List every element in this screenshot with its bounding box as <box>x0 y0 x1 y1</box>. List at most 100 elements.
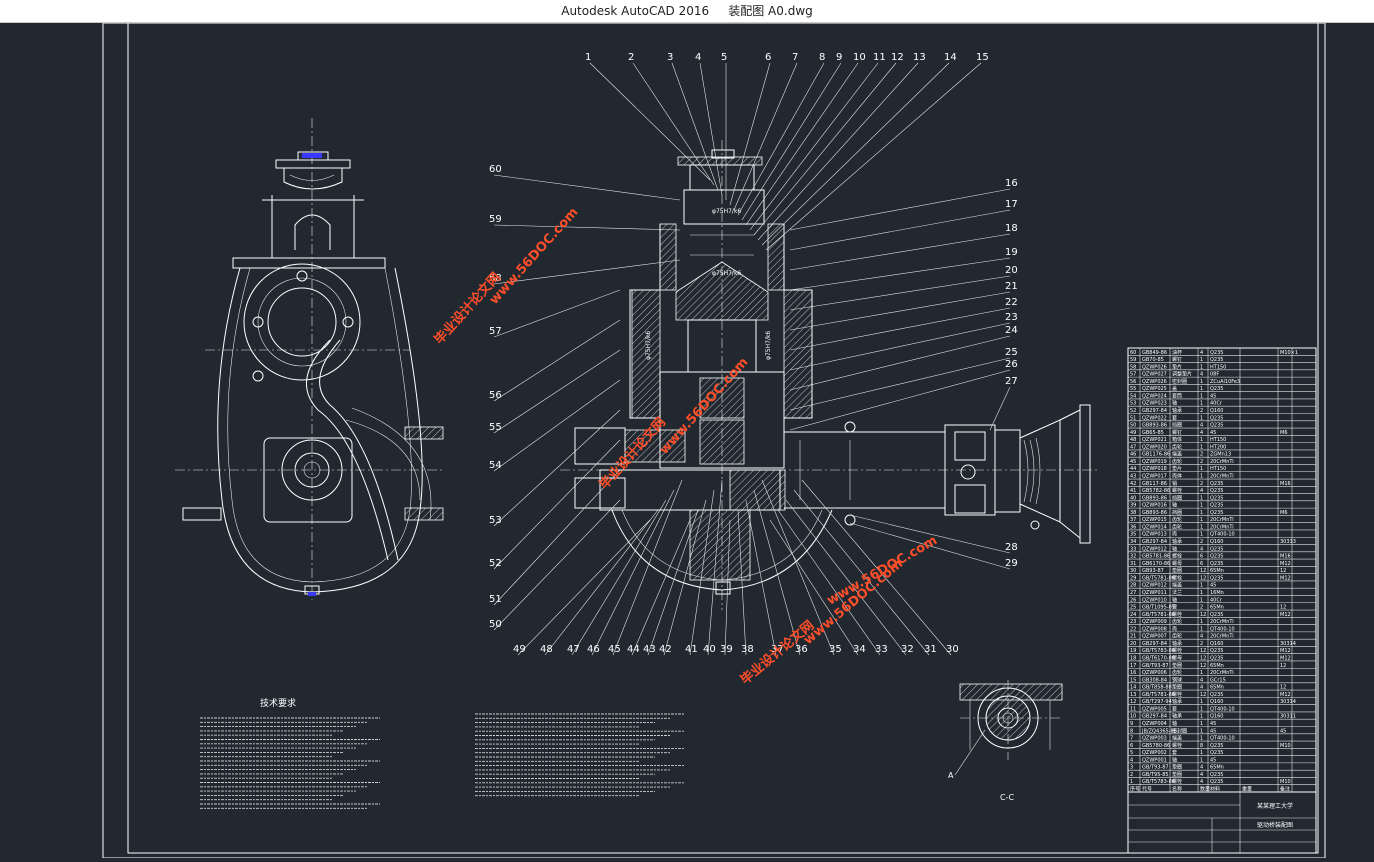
fit-label: φ75H7/k6 <box>765 331 772 360</box>
bom-cell: 23 <box>1130 619 1136 625</box>
bom-cell: 2 <box>1200 408 1203 414</box>
callout-number: 31 <box>924 644 937 655</box>
bom-cell: 20CrMnTi <box>1210 517 1234 523</box>
bom-cell: 销 <box>1172 480 1177 487</box>
bom-cell: 08F <box>1210 372 1219 378</box>
bom-cell: GB/T5783-86 <box>1142 648 1175 654</box>
callout-number: 58 <box>489 273 502 284</box>
bom-cell: 轴承 <box>1172 407 1182 414</box>
bom-cell: 7 <box>1130 736 1133 742</box>
bom-cell: M16 <box>1280 554 1291 560</box>
callout-number: 32 <box>901 644 914 655</box>
bom-cell: 45 <box>1210 721 1216 727</box>
bom-cell: 1 <box>1200 393 1203 399</box>
callout-number: 43 <box>643 644 656 655</box>
bom-cell: 螺钉 <box>1172 429 1182 436</box>
bom-cell: M6 <box>1280 510 1288 516</box>
bom-cell: 16 <box>1130 670 1136 676</box>
bom-cell: M12 <box>1280 692 1291 698</box>
bom-cell: 螺栓 <box>1172 553 1182 560</box>
bom-cell: 密封圈 <box>1172 727 1187 734</box>
bom-cell: 2 <box>1200 605 1203 611</box>
bom-cell: 12 <box>1200 648 1206 654</box>
callout-number: 2 <box>628 52 634 63</box>
bom-cell: 53 <box>1130 401 1136 407</box>
bom-cell: 螺栓 <box>1172 778 1182 785</box>
bom-cell: 32 <box>1130 554 1136 560</box>
bom-cell: 1 <box>1200 437 1203 443</box>
bom-cell: 4 <box>1200 372 1203 378</box>
bom-cell: 20 <box>1130 641 1136 647</box>
bom-cell: QZWP020 <box>1142 444 1167 450</box>
bom-cell: QT400-10 <box>1210 706 1235 712</box>
bom-cell: 20CrMnTi <box>1210 634 1234 640</box>
bom-cell: M10×1 <box>1280 350 1298 356</box>
bom-cell: GB70-85 <box>1142 357 1164 363</box>
bom-cell: 1 <box>1200 721 1203 727</box>
bom-cell: 1 <box>1200 466 1203 472</box>
bom-cell: QZWP001 <box>1142 757 1167 763</box>
bom-cell: QZWP022 <box>1142 415 1167 421</box>
callout-number: 11 <box>873 52 886 63</box>
bom-cell: 37 <box>1130 517 1136 523</box>
bom-cell: GB/T93-87 <box>1142 663 1169 669</box>
callout-number: 47 <box>567 644 580 655</box>
bom-cell: 36 <box>1130 524 1136 530</box>
bom-cell: M12 <box>1280 612 1291 618</box>
callout-leaders <box>493 62 1011 656</box>
bom-cell: 4 <box>1200 685 1203 691</box>
bom-cell: 1 <box>1200 757 1203 763</box>
bom-cell: 12 <box>1280 685 1286 691</box>
bom-cell: HT150 <box>1210 364 1226 370</box>
bom-cell: 轴承 <box>1172 698 1182 705</box>
bom-cell: Q235 <box>1210 750 1223 756</box>
bom-cell: QZWP017 <box>1142 474 1167 480</box>
bom-cell: 43 <box>1130 474 1136 480</box>
callout-number: 24 <box>1005 325 1018 336</box>
bom-cell: Q235 <box>1210 415 1223 421</box>
bom-cell: QZWP024 <box>1142 393 1167 399</box>
bom-cell: 30311 <box>1280 714 1296 720</box>
bom-cell: GB297-84 <box>1142 539 1167 545</box>
bom-cell: 1 <box>1130 779 1133 785</box>
callout-number: 54 <box>489 460 502 471</box>
bom-cell: 螺栓 <box>1172 691 1182 698</box>
callout-number: 40 <box>703 644 716 655</box>
callout-number: 12 <box>891 52 904 63</box>
bom-cell: 1 <box>1200 495 1203 501</box>
bom-cell: Q235 <box>1210 575 1223 581</box>
bom-cell: GB308-84 <box>1142 677 1167 683</box>
bom-cell: 2 <box>1200 459 1203 465</box>
callout-number: 7 <box>792 52 798 63</box>
bom-cell: 垫圈 <box>1172 684 1182 691</box>
bom-cell: GB893-86 <box>1142 423 1167 429</box>
bom-cell: GB6170-86 <box>1142 561 1170 567</box>
bom-cell: 25 <box>1130 605 1136 611</box>
bom-cell: M6 <box>1280 430 1288 436</box>
bom-cell: 1 <box>1200 444 1203 450</box>
bom-cell: GB/T6170-86 <box>1142 655 1175 661</box>
callout-number: 56 <box>489 390 502 401</box>
bom-cell: 38 <box>1130 510 1136 516</box>
bom-cell: 41 <box>1130 488 1136 494</box>
bom-cell: 47 <box>1130 444 1136 450</box>
bom-cell: M12 <box>1280 648 1291 654</box>
bom-cell: 1 <box>1200 728 1203 734</box>
bom-cell: 30314 <box>1280 699 1296 705</box>
callout-number: 13 <box>913 52 926 63</box>
bom-cell: QZWP002 <box>1142 750 1167 756</box>
bom-cell: 10 <box>1130 714 1136 720</box>
bom-cell: GB297-84 <box>1142 714 1167 720</box>
bom-cell: QZWP019 <box>1142 459 1167 465</box>
bom-cell: HT150 <box>1210 437 1226 443</box>
bom-cell: 20CrMnTi <box>1210 524 1234 530</box>
inner-border <box>127 22 1319 854</box>
bom-cell: 26 <box>1130 597 1136 603</box>
bom-cell: 齿轮 <box>1172 618 1182 625</box>
bom-cell: QZWP005 <box>1142 706 1167 712</box>
callout-number: 27 <box>1005 376 1018 387</box>
bom-cell: 65Mn <box>1210 568 1224 574</box>
